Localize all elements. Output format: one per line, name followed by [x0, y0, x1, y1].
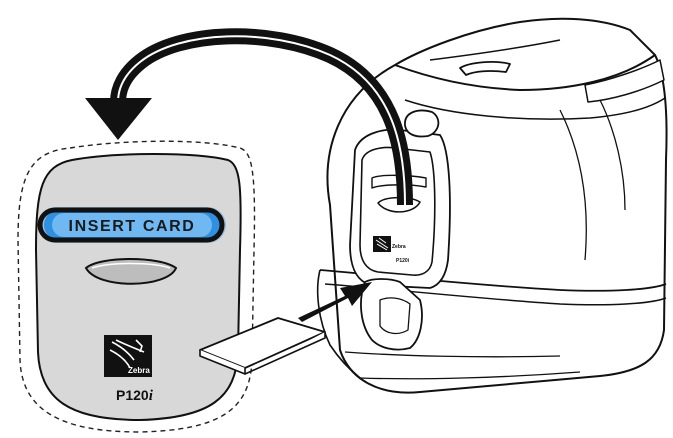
svg-text:P120i: P120i	[116, 387, 154, 404]
model-prefix: P120	[116, 387, 149, 403]
lcd-display: INSERT CARD	[38, 207, 226, 243]
printer-model-label: P120i	[396, 258, 410, 264]
lcd-status-text: INSERT CARD	[69, 218, 196, 235]
printer-brand-label: Zebra	[392, 244, 406, 250]
printer-zebra-logo-icon	[373, 236, 391, 252]
model-label: P120i	[116, 387, 154, 404]
zebra-brand-text: Zebra	[128, 366, 150, 375]
front-panel-closeup: INSERT CARD Zebra P120i	[36, 154, 241, 420]
zebra-logo-icon: Zebra	[104, 335, 152, 377]
